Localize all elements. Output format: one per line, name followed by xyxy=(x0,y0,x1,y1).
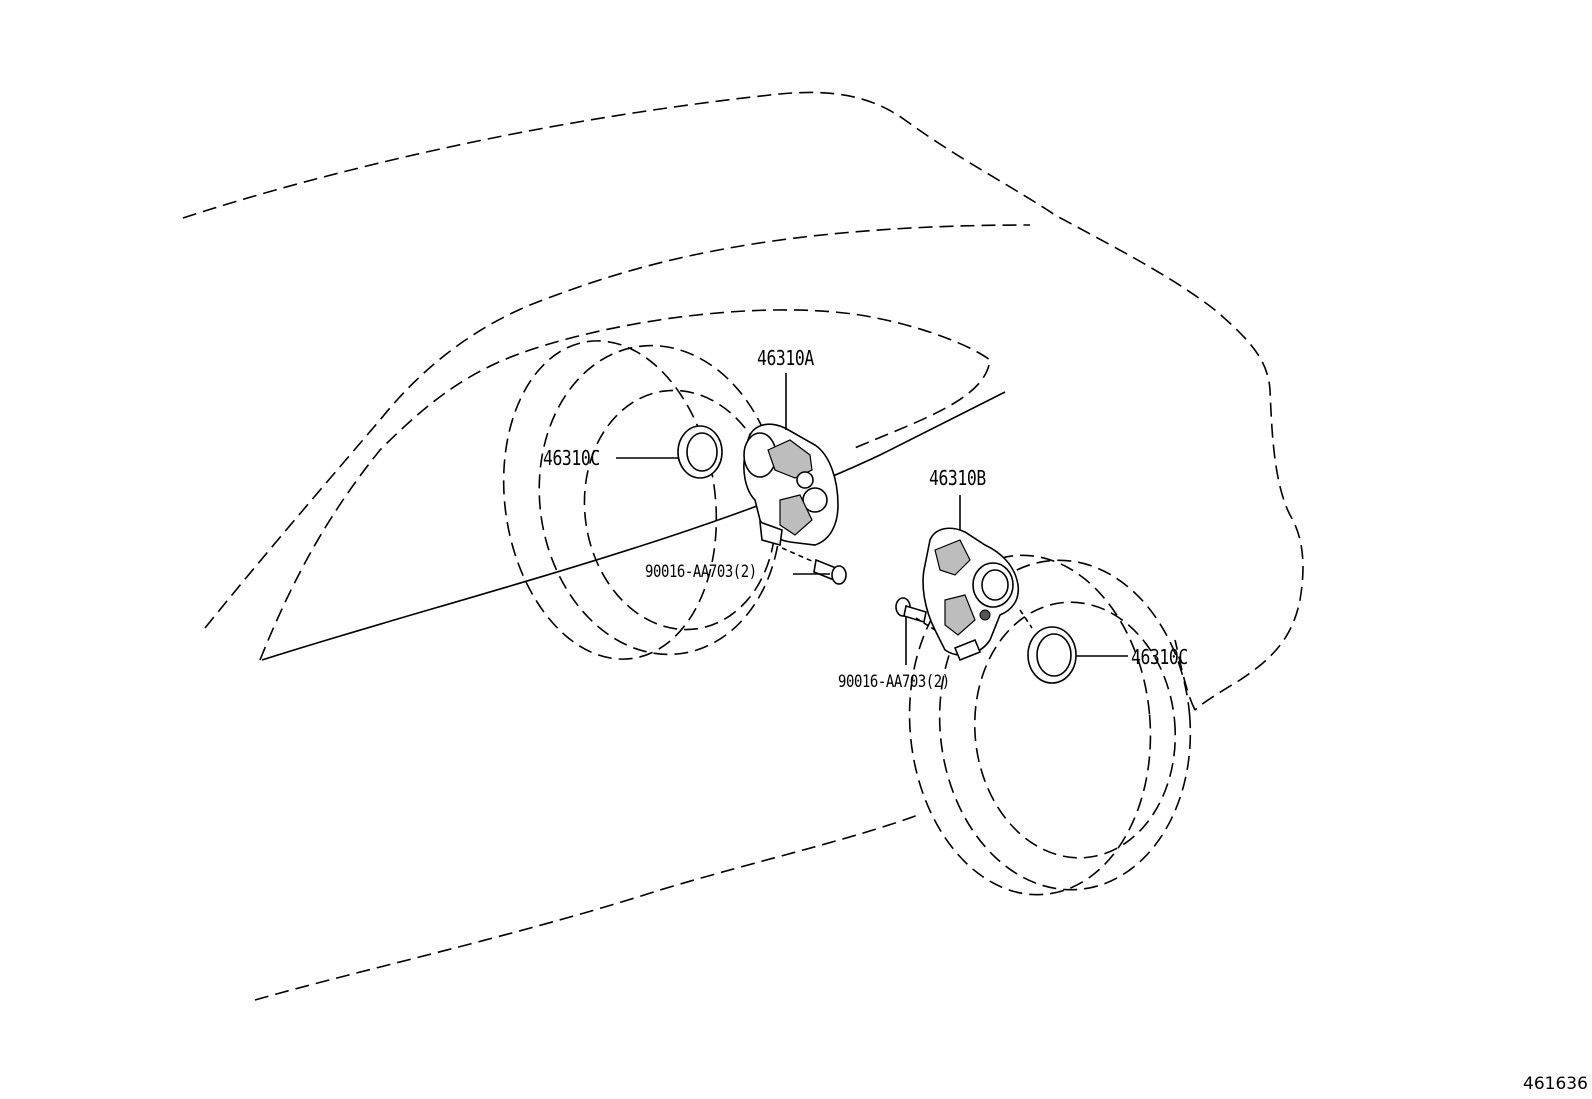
seal-ring-left xyxy=(677,425,723,479)
figure-number: 461636 xyxy=(1523,1074,1588,1094)
vehicle-outline xyxy=(182,91,1304,1001)
callout-seal-left: 46310C xyxy=(543,446,600,470)
right-wheel xyxy=(908,554,1192,896)
leader-lines xyxy=(616,373,1128,665)
actuator-a xyxy=(743,423,839,547)
callout-seal-right: 46310C xyxy=(1131,645,1188,669)
callout-bolt-left: 90016-AA703(2) xyxy=(645,562,757,582)
bolt-right xyxy=(895,597,927,624)
bolt-left xyxy=(813,558,847,585)
callout-actuator-a: 46310A xyxy=(757,346,814,370)
callout-actuator-b: 46310B xyxy=(929,466,986,490)
left-wheel xyxy=(502,340,782,660)
seal-ring-right xyxy=(1027,626,1077,684)
callout-bolt-right: 90016-AA703(2) xyxy=(838,672,950,692)
actuator-b xyxy=(922,527,1020,662)
